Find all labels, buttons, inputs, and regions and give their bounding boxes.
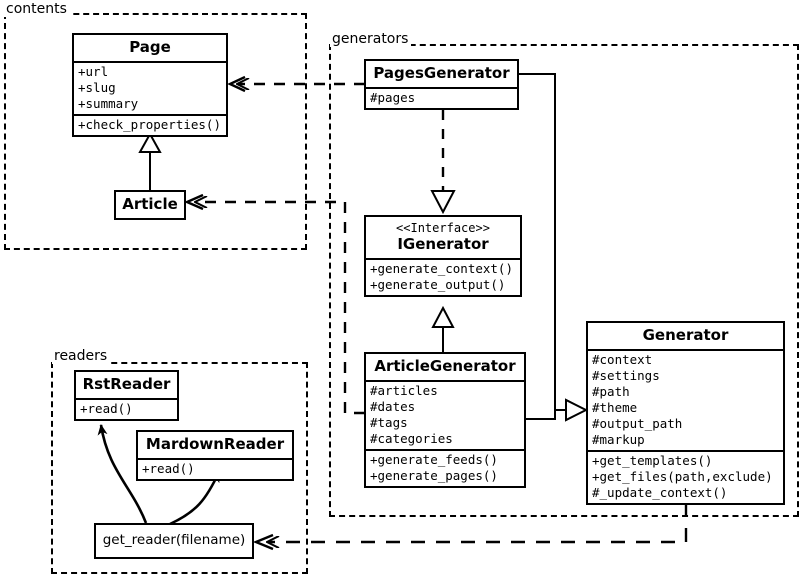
attribute: #path: [592, 384, 630, 399]
attribute: +slug: [78, 80, 116, 95]
attribute: +url: [78, 64, 109, 79]
method: #_update_context(): [592, 485, 728, 500]
class-generator-name: Generator: [642, 326, 729, 344]
class-page-name: Page: [129, 38, 171, 56]
class-article[interactable]: Article: [114, 190, 186, 220]
class-rstreader[interactable]: RstReader +read(): [74, 370, 179, 421]
method: +check_properties(): [78, 117, 221, 132]
class-article-name: Article: [122, 195, 178, 213]
class-mardownreader[interactable]: MardownReader +read(): [136, 430, 294, 481]
attribute: +summary: [78, 96, 139, 111]
function-get-reader-label: get_reader(filename): [102, 532, 246, 548]
package-readers: [51, 362, 308, 574]
attribute: #settings: [592, 368, 660, 383]
class-igenerator-methods: +generate_context() +generate_output(): [366, 258, 520, 295]
class-generator-methods: +get_templates() +get_files(path,exclude…: [588, 450, 783, 503]
package-contents-label: contents: [4, 1, 70, 17]
attribute: #articles: [370, 383, 438, 398]
attribute: #markup: [592, 432, 645, 447]
package-contents: [4, 13, 307, 250]
attribute: #context: [592, 352, 653, 367]
class-generator-attributes: #context #settings #path #theme #output_…: [588, 349, 783, 450]
class-igenerator-name: <<Interface>> IGenerator: [366, 217, 520, 258]
class-pagesgenerator[interactable]: PagesGenerator #pages: [364, 59, 519, 110]
method: +generate_feeds(): [370, 452, 498, 467]
class-mardownreader-methods: +read(): [138, 458, 292, 479]
class-igenerator-stereotype: <<Interface>>: [396, 221, 490, 235]
class-rstreader-name: RstReader: [82, 375, 171, 393]
class-articlegenerator-attributes: #articles #dates #tags #categories: [366, 380, 524, 449]
class-generator[interactable]: Generator #context #settings #path #them…: [586, 321, 785, 505]
class-mardownreader-name: MardownReader: [145, 435, 285, 453]
method: +read(): [142, 461, 195, 476]
class-pagesgenerator-attributes: #pages: [366, 87, 517, 108]
attribute: #dates: [370, 399, 416, 414]
attribute: #theme: [592, 400, 638, 415]
class-igenerator[interactable]: <<Interface>> IGenerator +generate_conte…: [364, 215, 522, 297]
package-readers-label: readers: [52, 348, 111, 364]
method: +get_templates(): [592, 453, 713, 468]
class-articlegenerator-name: ArticleGenerator: [374, 357, 516, 375]
class-articlegenerator[interactable]: ArticleGenerator #articles #dates #tags …: [364, 352, 526, 488]
attribute: #output_path: [592, 416, 683, 431]
attribute: #pages: [370, 90, 416, 105]
class-pagesgenerator-name: PagesGenerator: [373, 64, 510, 82]
class-page[interactable]: Page +url +slug +summary +check_properti…: [72, 33, 228, 137]
class-page-attributes: +url +slug +summary: [74, 61, 226, 114]
attribute: #categories: [370, 431, 453, 446]
class-articlegenerator-methods: +generate_feeds() +generate_pages(): [366, 449, 524, 486]
class-page-methods: +check_properties(): [74, 114, 226, 135]
attribute: #tags: [370, 415, 408, 430]
method: +generate_pages(): [370, 468, 498, 483]
class-igenerator-label: IGenerator: [397, 235, 489, 253]
class-rstreader-methods: +read(): [76, 398, 177, 419]
method: +generate_output(): [370, 277, 506, 292]
function-get-reader[interactable]: get_reader(filename): [94, 523, 254, 559]
method: +read(): [80, 401, 133, 416]
package-generators-label: generators: [330, 31, 412, 47]
method: +get_files(path,exclude): [592, 469, 773, 484]
method: +generate_context(): [370, 261, 513, 276]
